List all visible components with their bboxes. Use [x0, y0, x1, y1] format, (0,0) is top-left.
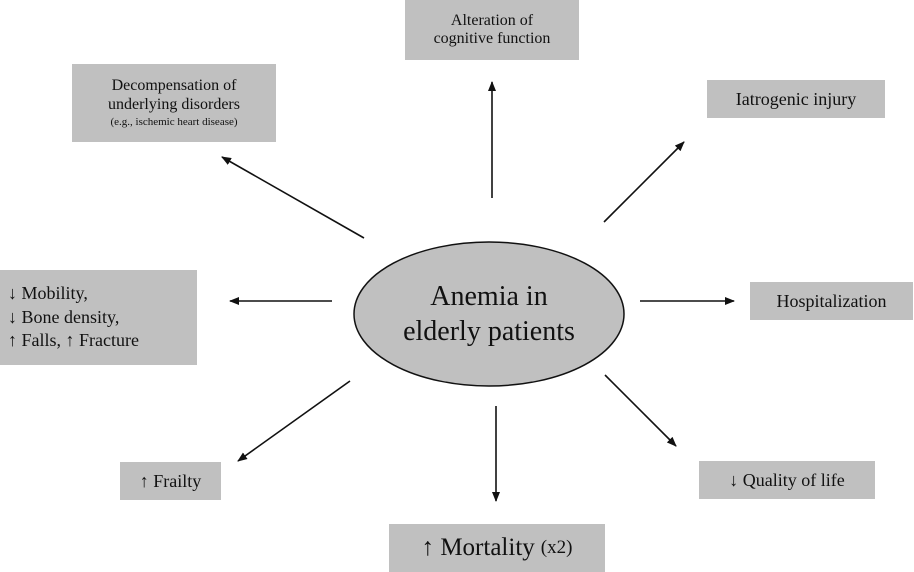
- node-mobility-line-2: ↓ Bone density,: [8, 306, 120, 327]
- node-iatrogenic-label: Iatrogenic injury: [735, 88, 857, 109]
- center-line-2: elderly patients: [403, 316, 575, 347]
- arrow-to-decompensation: [221, 156, 365, 239]
- node-mortality-suffix: (x2): [540, 537, 573, 559]
- node-mortality: ↑ Mortality (x2): [389, 524, 605, 572]
- node-mobility-line-1: ↓ Mobility,: [8, 283, 88, 304]
- node-hospitalization-label: Hospitalization: [776, 290, 887, 311]
- center-node-label: Anemia in elderly patients: [354, 242, 624, 386]
- node-decompensation: Decompensation of underlying disorders (…: [72, 64, 276, 142]
- arrow-to-frailty: [237, 380, 351, 462]
- node-frailty-label: ↑ Frailty: [139, 470, 202, 491]
- node-hospitalization: Hospitalization: [750, 282, 913, 320]
- node-cognitive-function: Alteration of cognitive function: [405, 0, 579, 60]
- center-line-1: Anemia in: [430, 281, 548, 312]
- node-iatrogenic-injury: Iatrogenic injury: [707, 80, 885, 118]
- node-frailty: ↑ Frailty: [120, 462, 221, 500]
- node-cognitive-line-1: Alteration of: [450, 11, 534, 29]
- center-ellipse: [353, 241, 625, 387]
- node-mobility-line-3: ↑ Falls, ↑ Fracture: [8, 330, 139, 351]
- node-quality-label: ↓ Quality of life: [729, 469, 845, 490]
- node-decompensation-line-1: Decompensation of: [111, 77, 237, 95]
- node-mobility: ↓ Mobility, ↓ Bone density, ↑ Falls, ↑ F…: [0, 270, 197, 365]
- arrow-to-iatrogenic: [603, 141, 685, 223]
- node-decompensation-line-2: underlying disorders: [108, 95, 240, 113]
- node-decompensation-line-3: (e.g., ischemic heart disease): [110, 116, 238, 129]
- node-mortality-label: ↑ Mortality: [421, 533, 535, 561]
- node-quality-of-life: ↓ Quality of life: [699, 461, 875, 499]
- node-cognitive-line-2: cognitive function: [433, 30, 551, 47]
- arrow-to-quality: [604, 374, 677, 447]
